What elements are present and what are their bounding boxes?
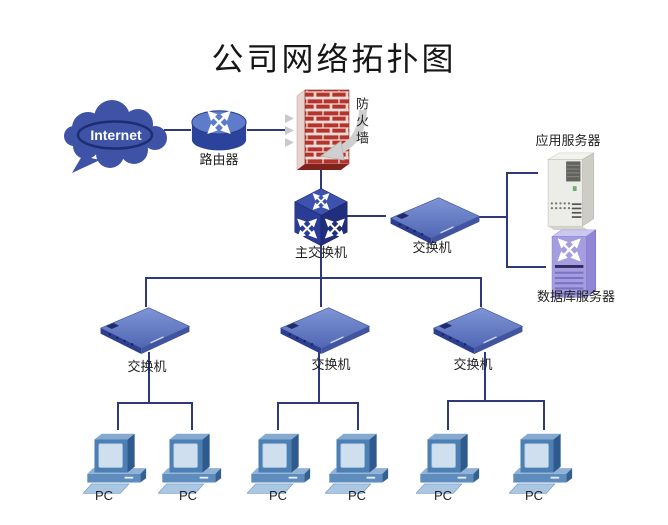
link-group2-bus (277, 402, 359, 404)
pc-2-icon (158, 428, 224, 494)
router-icon (189, 106, 249, 158)
access-switch-3-label: 交换机 (453, 357, 493, 372)
diagram-title: 公司网络拓扑图 (211, 41, 457, 77)
link-group2-pc4 (357, 402, 359, 430)
db-server-label: 数据库服务器 (536, 289, 616, 304)
link-switch1-stem (148, 352, 150, 404)
link-mainswitch-distswitch (347, 215, 386, 217)
internet-label: Internet (90, 127, 142, 143)
access-switch-1-label: 交换机 (127, 359, 167, 374)
pc-3-icon (247, 428, 313, 494)
link-router-firewall (247, 129, 287, 131)
access-switch-2-icon (274, 304, 376, 354)
router-label: 路由器 (199, 152, 239, 167)
link-group1-pc2 (191, 402, 193, 430)
internet-cloud-icon (64, 100, 167, 173)
link-bus-switch2 (320, 277, 322, 307)
pc-2-label: PC (178, 488, 198, 503)
link-bus-switch1 (145, 277, 147, 307)
main-switch-label: 主交换机 (294, 245, 348, 260)
pc-6-icon (509, 428, 575, 494)
link-group3-pc5 (447, 400, 449, 430)
dist-switch-label: 交换机 (412, 240, 452, 255)
link-trunk-dbserver (506, 266, 546, 268)
link-internet-router (164, 129, 191, 131)
pc-6-label: PC (524, 488, 544, 503)
dist-switch-icon (384, 194, 486, 244)
pc-4-label: PC (347, 488, 367, 503)
access-switch-2-label: 交换机 (311, 357, 351, 372)
pc-1-icon (83, 428, 149, 494)
access-switch-1-icon (94, 304, 196, 354)
link-mainswitch-bus (320, 242, 322, 279)
access-switch-3-icon (427, 304, 529, 354)
link-group2-pc3 (277, 402, 279, 430)
firewall-label: 防火墙 (354, 97, 369, 148)
link-server-trunk (506, 172, 508, 268)
link-group3-pc6 (543, 400, 545, 430)
link-switch2-stem (318, 352, 320, 404)
main-switch-icon (291, 186, 351, 248)
pc-5-label: PC (433, 488, 453, 503)
pc-4-icon (325, 428, 391, 494)
link-group1-bus (117, 402, 193, 404)
pc-5-icon (416, 428, 482, 494)
pc-1-label: PC (94, 488, 114, 503)
link-distswitch-trunk (479, 216, 508, 218)
link-distribution-bus (145, 277, 482, 279)
app-server-label: 应用服务器 (535, 133, 601, 148)
app-server-icon (538, 150, 600, 230)
link-bus-switch3 (480, 277, 482, 307)
pc-3-label: PC (268, 488, 288, 503)
link-group1-pc1 (117, 402, 119, 430)
link-switch3-stem (484, 352, 486, 402)
link-trunk-appserver (506, 172, 538, 174)
link-firewall-mainswitch (320, 165, 322, 189)
link-group3-bus (447, 400, 545, 402)
